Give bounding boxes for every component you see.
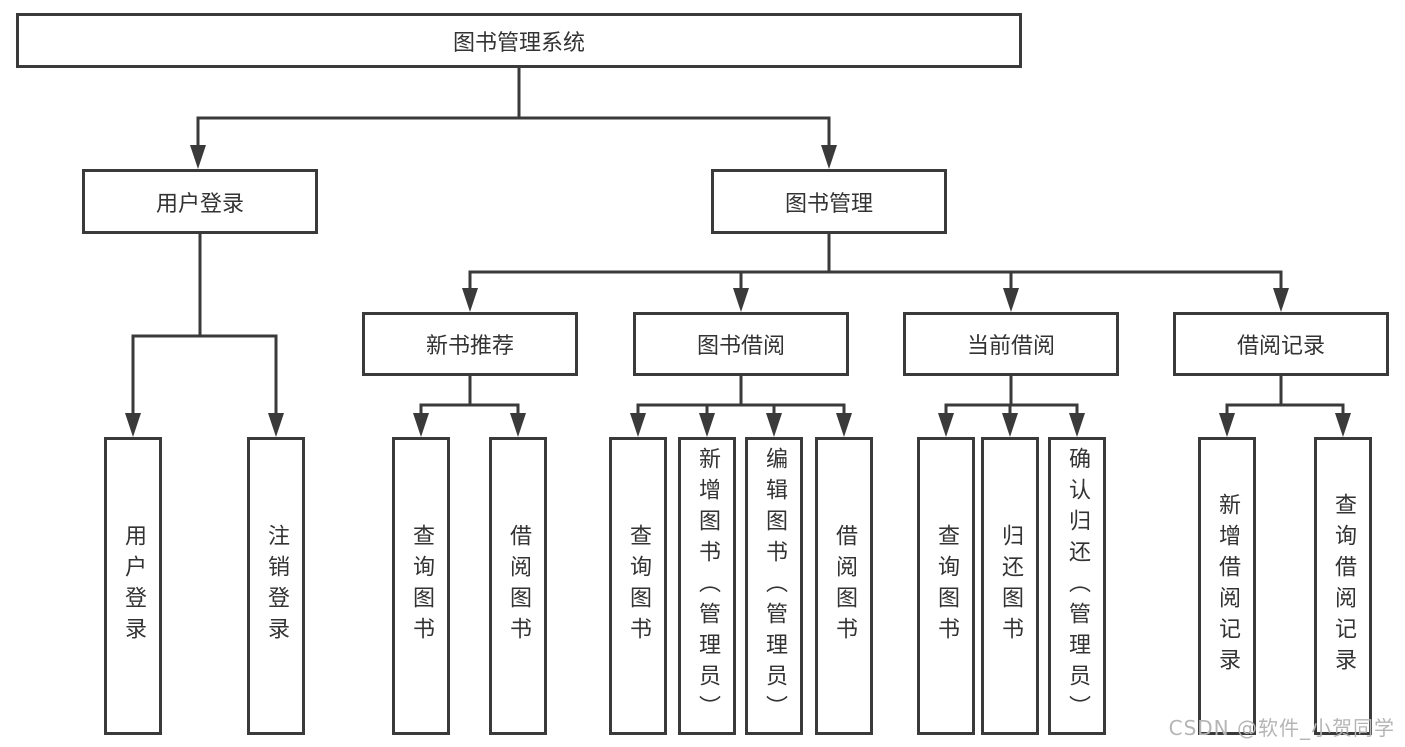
node-book-borrow-label: 图书借阅 [696, 334, 785, 359]
node-new-book-recommend: 新书推荐 [362, 312, 578, 376]
node-book-management: 图书管理 [711, 169, 947, 234]
leaf-user-login: 用户登录 [104, 437, 162, 735]
leaf-logout: 注销登录 [247, 437, 305, 735]
node-current-borrow: 当前借阅 [903, 312, 1119, 376]
csdn-watermark: CSDN @软件_小贺同学 [1168, 716, 1395, 740]
node-borrow-records: 借阅记录 [1173, 312, 1389, 376]
leaf-add-borrow-record: 新增借阅记录 [1198, 437, 1256, 735]
leaf-add-book-admin: 新增图书（管理员） [678, 437, 736, 735]
leaf-return-book: 归还图书 [981, 437, 1039, 735]
node-root-label: 图书管理系统 [452, 30, 585, 56]
leaf-query-books-current: 查询图书 [917, 437, 975, 735]
connector-arrowheads [125, 145, 1351, 437]
leaf-query-books-borrow: 查询图书 [609, 437, 667, 735]
leaf-confirm-return-admin: 确认归还（管理员） [1048, 437, 1106, 735]
node-book-management-label: 图书管理 [784, 191, 873, 217]
leaf-edit-book-admin: 编辑图书（管理员） [745, 437, 803, 735]
node-root: 图书管理系统 [16, 13, 1022, 68]
node-user-login: 用户登录 [82, 169, 318, 234]
node-current-borrow-label: 当前借阅 [966, 334, 1055, 359]
node-new-book-recommend-label: 新书推荐 [425, 334, 514, 359]
node-book-borrow: 图书借阅 [633, 312, 849, 376]
leaf-query-books-recommend: 查询图书 [392, 437, 450, 735]
leaf-borrow-book: 借阅图书 [815, 437, 873, 735]
node-borrow-records-label: 借阅记录 [1236, 334, 1325, 359]
leaf-borrow-books-recommend: 借阅图书 [489, 437, 547, 735]
leaf-query-borrow-record: 查询借阅记录 [1314, 437, 1372, 735]
node-user-login-label: 用户登录 [155, 191, 244, 217]
